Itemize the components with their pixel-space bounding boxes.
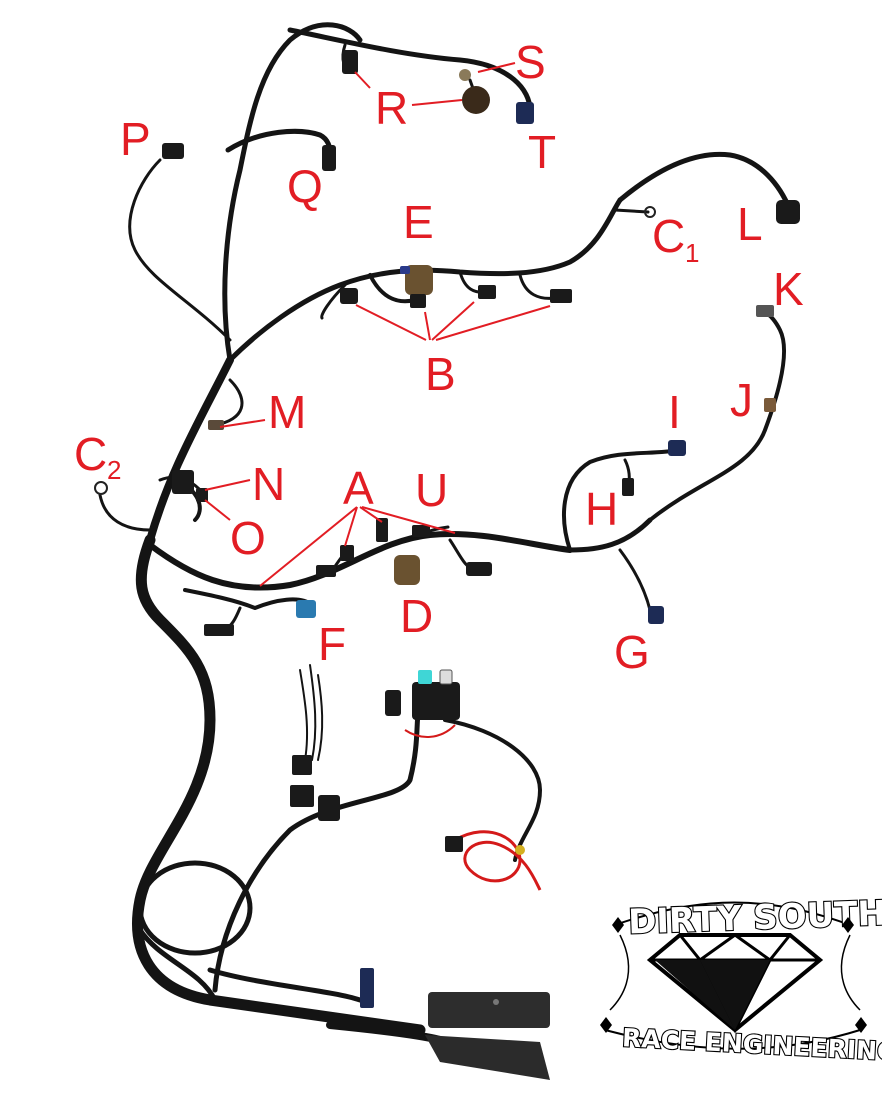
connector-icon [318, 795, 340, 821]
connector-icon [445, 836, 463, 852]
connector-icon [515, 845, 525, 855]
middle-branches [147, 310, 787, 632]
connector-icon [340, 288, 358, 304]
connector-icon [668, 440, 686, 456]
harness-loop [137, 860, 253, 1003]
lower-branches [207, 664, 542, 1044]
connector-icon [172, 470, 194, 494]
connector-icon [400, 266, 410, 274]
dirty-south-logo: DIRTY SOUTH RACE ENGINEERING [600, 892, 882, 1068]
connector-icon [412, 525, 430, 537]
label-q: Q [287, 160, 323, 212]
connector-icon [322, 145, 336, 171]
connector-icon [644, 206, 656, 218]
connector-icon [622, 478, 634, 496]
ecu-icon [425, 992, 550, 1080]
component-labels: A B C 1 C 2 D E F G H I J K L M N O P Q … [74, 36, 804, 678]
label-r: R [375, 82, 408, 134]
connector-icon [204, 624, 234, 636]
connector-icon [340, 545, 354, 561]
connector-icon [296, 600, 316, 618]
connector-icon [550, 289, 572, 303]
connector-icon [462, 86, 490, 114]
connector-icon [196, 488, 208, 502]
label-k: K [773, 263, 804, 315]
label-l: L [737, 198, 763, 250]
connector-icon [208, 420, 224, 430]
upper-branches [98, 22, 793, 532]
label-c2-sub: 2 [107, 455, 121, 485]
label-f: F [318, 618, 346, 670]
label-c2: C [74, 428, 107, 480]
diamond-logo-icon [600, 917, 867, 1034]
label-a: A [343, 462, 374, 514]
label-h: H [585, 483, 618, 535]
connector-icon [516, 102, 534, 124]
label-p: P [120, 113, 151, 165]
connector-icon [459, 69, 471, 81]
label-b: B [425, 348, 456, 400]
connector-icon [405, 265, 433, 295]
label-d: D [400, 590, 433, 642]
label-m: M [268, 386, 306, 438]
logo-line2: RACE ENGINEERING [621, 1023, 882, 1066]
label-t: T [528, 126, 556, 178]
main-trunk [132, 356, 426, 1036]
connector-icon [410, 294, 426, 308]
label-n: N [252, 458, 285, 510]
label-i: I [668, 386, 681, 438]
relay-icon [385, 669, 460, 720]
connector-icon [466, 562, 492, 576]
label-c1: C [652, 210, 685, 262]
connector-icon [360, 968, 374, 1008]
connector-icon [162, 143, 184, 159]
connector-icon [290, 785, 314, 807]
connector-icon [648, 606, 664, 624]
connector-icon [764, 398, 776, 412]
connector-icon [316, 565, 336, 577]
connector-icon [756, 305, 774, 317]
logo-line1: DIRTY SOUTH [628, 894, 882, 943]
connector-icon [342, 50, 358, 74]
label-u: U [415, 464, 448, 516]
label-arrows [204, 62, 551, 587]
connector-icon [376, 518, 388, 542]
connector-icon [478, 285, 496, 299]
label-c1-sub: 1 [685, 238, 699, 268]
connector-icon [776, 200, 800, 224]
connector-icon [394, 555, 420, 585]
connectors [94, 50, 800, 1080]
connector-icon [94, 481, 108, 495]
label-g: G [614, 626, 650, 678]
label-s: S [515, 36, 546, 88]
label-j: J [730, 374, 753, 426]
label-e: E [403, 196, 434, 248]
label-o: O [230, 512, 266, 564]
connector-icon [292, 755, 312, 775]
